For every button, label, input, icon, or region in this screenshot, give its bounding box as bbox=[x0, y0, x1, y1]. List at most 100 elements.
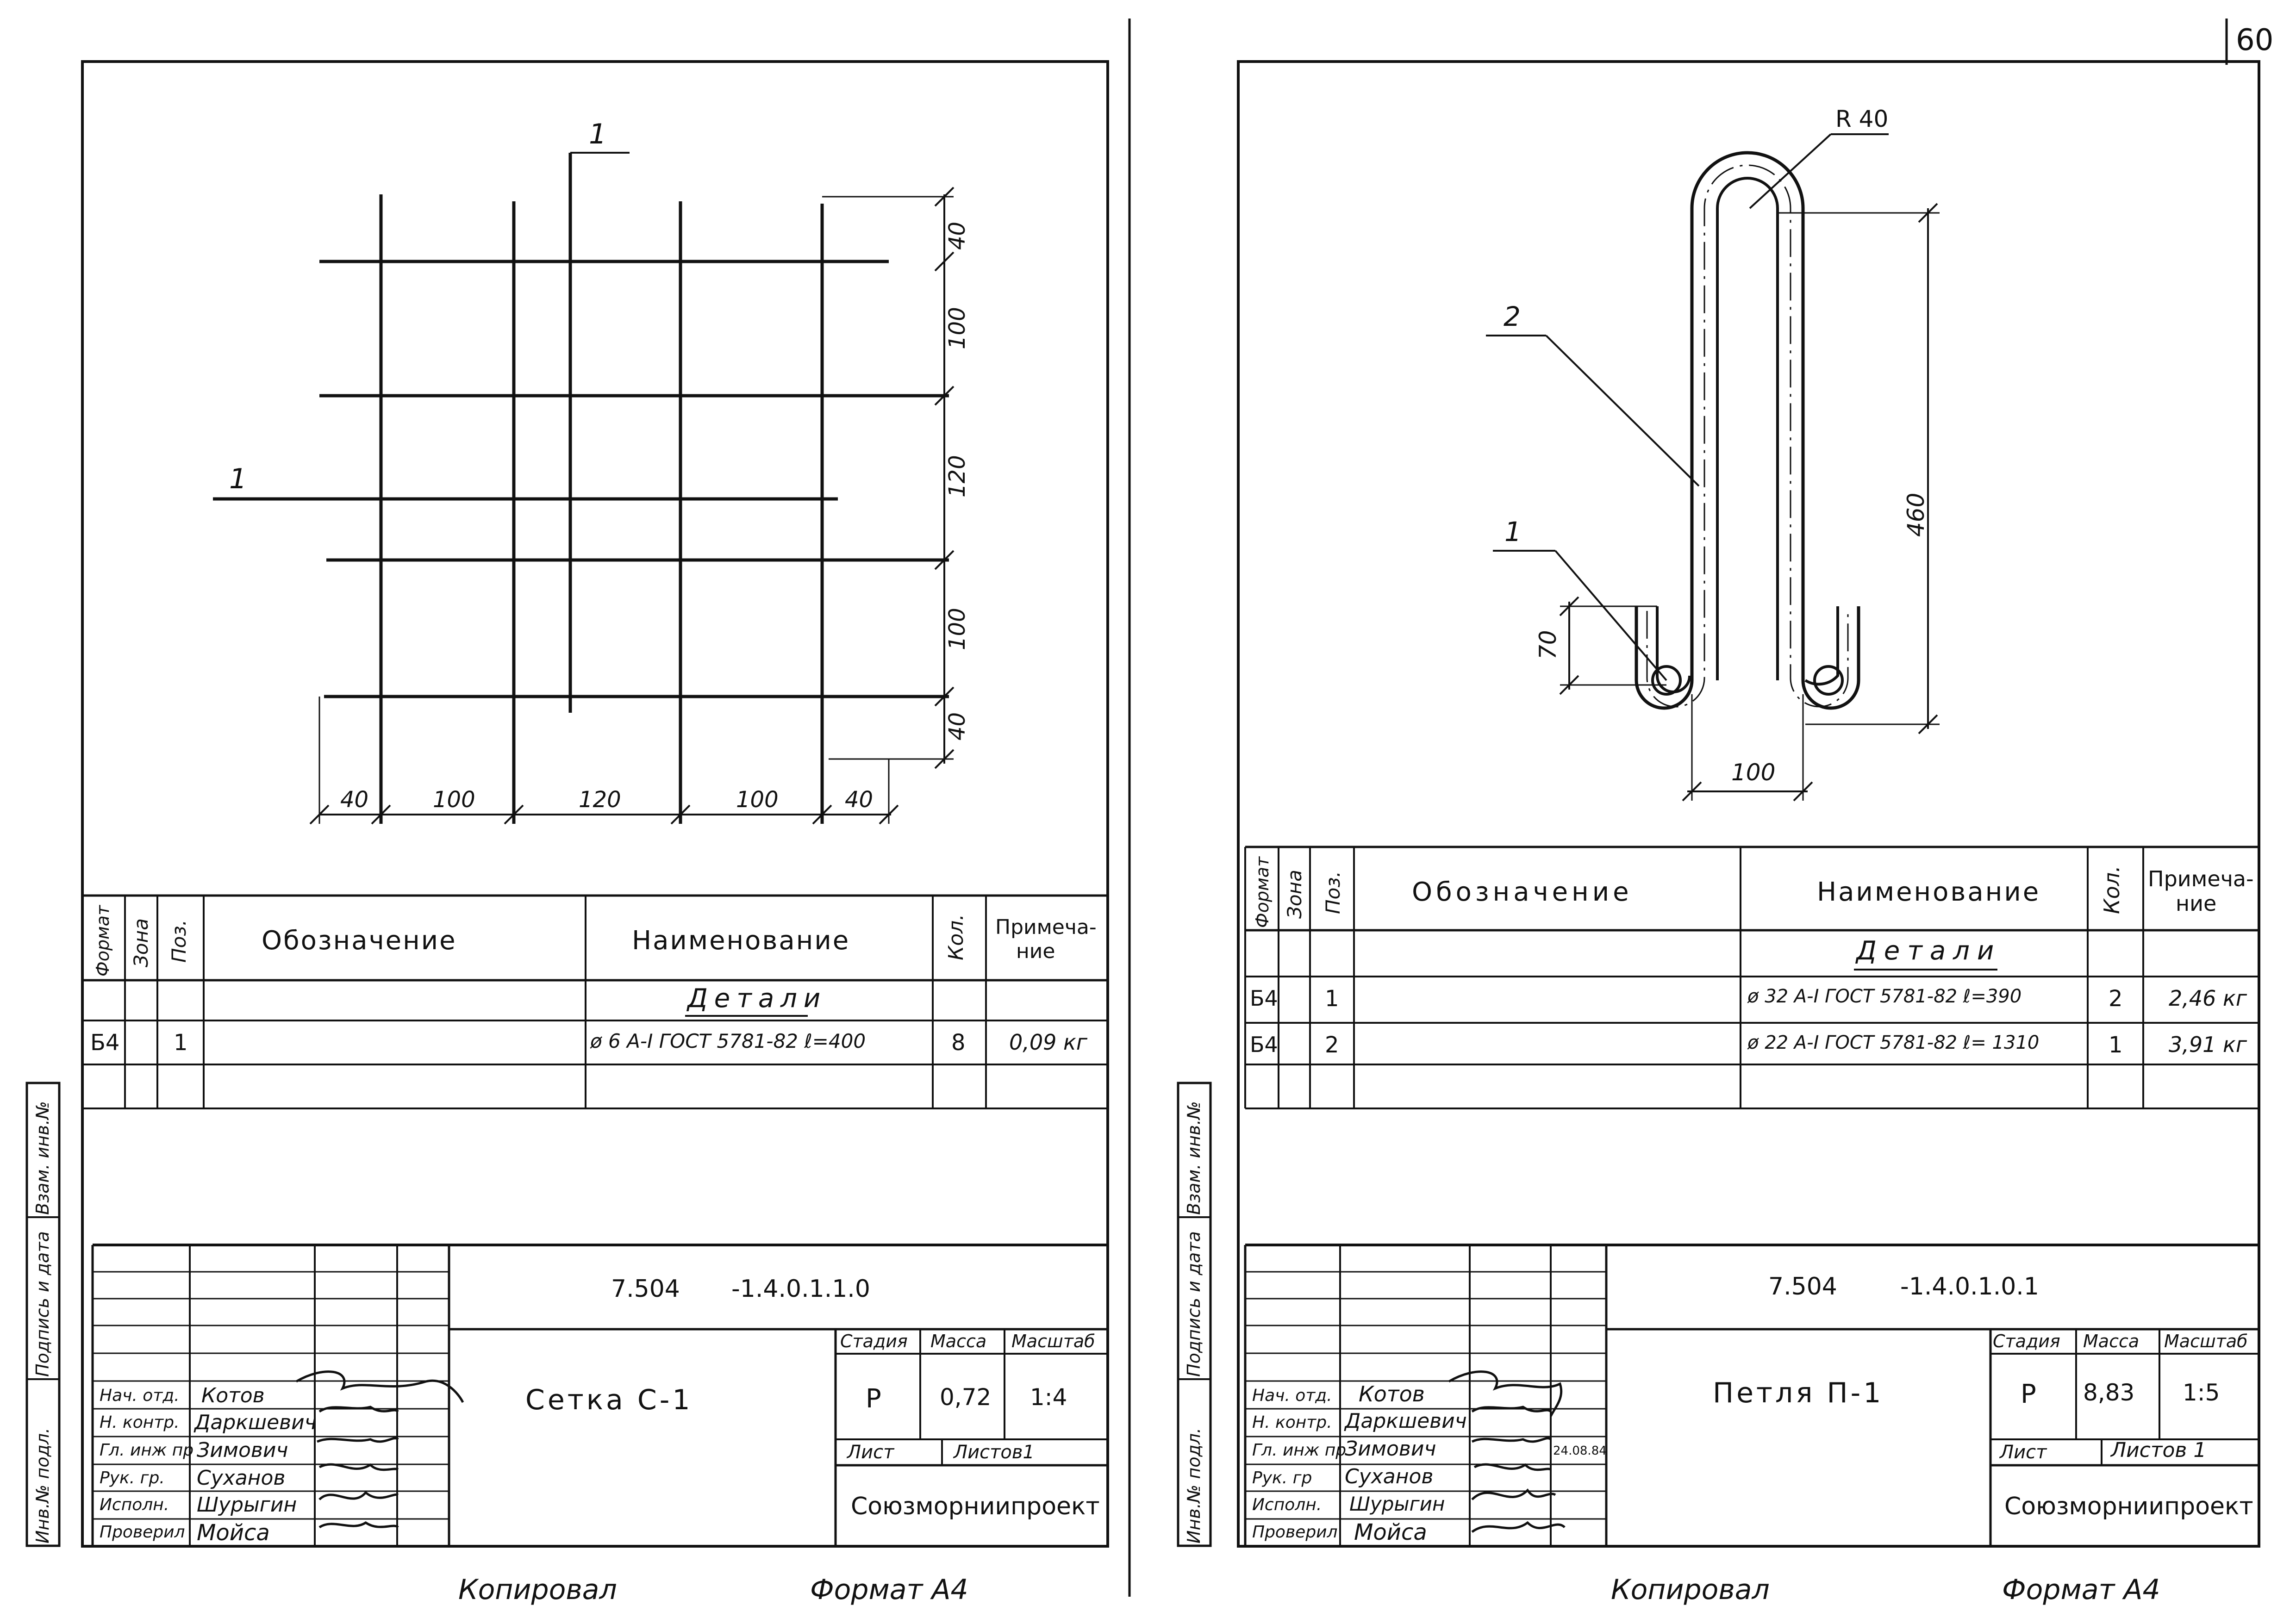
right-stage-label: Стадия bbox=[1993, 1331, 2060, 1351]
left-stamp-inv-podl: Инв.№ подл. bbox=[32, 1427, 53, 1543]
left-name-6: Мойса bbox=[197, 1520, 270, 1546]
right-stamp-podpis-data: Подпись и дата bbox=[1184, 1231, 1204, 1377]
loop-dim-width: 100 bbox=[1731, 759, 1776, 786]
right-row1-format: Б4 bbox=[1250, 986, 1278, 1011]
right-th-zone: Зона bbox=[1283, 870, 1306, 919]
right-role-4: Рук. гр bbox=[1252, 1468, 1312, 1487]
mesh-leader-top-label: 1 bbox=[589, 118, 607, 150]
left-role-6: Проверил bbox=[100, 1523, 185, 1542]
left-th-pos: Поз. bbox=[168, 920, 190, 963]
mesh-dim-right-4: 100 bbox=[944, 608, 970, 650]
left-sheets-label: Листов1 bbox=[954, 1442, 1035, 1463]
left-row1-note: 0,09 кг bbox=[1009, 1030, 1087, 1055]
left-footer-format: Формат А4 bbox=[810, 1574, 968, 1606]
right-row2-format: Б4 bbox=[1250, 1032, 1278, 1057]
right-row1-qty: 2 bbox=[2109, 986, 2123, 1012]
right-row1-name: ø 32 А-I ГОСТ 5781-82 ℓ=390 bbox=[1747, 986, 2022, 1007]
right-role-5: Исполн. bbox=[1252, 1495, 1322, 1514]
right-organization: Союзморниипроект bbox=[2004, 1493, 2253, 1520]
left-role-4: Рук. гр. bbox=[100, 1468, 165, 1487]
left-stamp-vzam-inv: Взам. инв.№ bbox=[32, 1101, 53, 1215]
right-mass: 8,83 bbox=[2083, 1379, 2135, 1406]
right-sheets-label: Листов 1 bbox=[2111, 1438, 2207, 1462]
left-signatures bbox=[295, 1370, 464, 1529]
left-stage-label: Стадия bbox=[840, 1331, 908, 1351]
right-name-2: Даркшевич bbox=[1345, 1409, 1467, 1433]
left-mass: 0,72 bbox=[940, 1384, 992, 1411]
right-row2-name: ø 22 А-I ГОСТ 5781-82 ℓ= 1310 bbox=[1747, 1032, 2040, 1053]
mesh-dim-bottom-4: 100 bbox=[736, 787, 779, 813]
left-name-2: Даркшевич bbox=[194, 1411, 317, 1434]
page-number: 60 bbox=[2236, 23, 2274, 57]
left-sheet-frame bbox=[81, 60, 1109, 1548]
mesh-leader-left-label: 1 bbox=[229, 463, 247, 495]
left-th-name: Наименование bbox=[632, 926, 850, 956]
left-side-stamp bbox=[25, 1082, 61, 1547]
right-spec-table-lines bbox=[1244, 846, 2259, 1109]
right-scale-label: Масштаб bbox=[2164, 1331, 2248, 1351]
right-th-name: Наименование bbox=[1817, 877, 2041, 907]
left-mass-label: Масса bbox=[930, 1331, 987, 1351]
left-name-5: Шурыгин bbox=[197, 1493, 297, 1517]
loop-drawing bbox=[1486, 133, 1940, 802]
left-title-block-lines bbox=[91, 1244, 1108, 1546]
right-name-4: Суханов bbox=[1345, 1465, 1434, 1488]
left-code-a: 7.504 bbox=[611, 1275, 680, 1303]
left-row1-name: ø 6 А-I ГОСТ 5781-82 ℓ=400 bbox=[590, 1030, 866, 1052]
right-mass-label: Масса bbox=[2083, 1331, 2140, 1351]
right-stamp-vzam-inv: Взам. инв.№ bbox=[1184, 1101, 1204, 1215]
right-code-b: -1.4.0.1.0.1 bbox=[1900, 1273, 2039, 1300]
right-row2-note: 3,91 кг bbox=[2169, 1032, 2247, 1057]
mesh-dim-bottom-3: 120 bbox=[579, 787, 621, 813]
right-date: 24.08.84 bbox=[1553, 1444, 1607, 1458]
right-section-title: Детали bbox=[1856, 936, 2002, 966]
left-name-4: Суханов bbox=[197, 1466, 286, 1490]
left-role-3: Гл. инж пр bbox=[100, 1441, 194, 1460]
right-stamp-inv-podl: Инв.№ подл. bbox=[1184, 1427, 1204, 1543]
left-th-format: Формат bbox=[93, 905, 113, 977]
right-sheet-label: Лист bbox=[2000, 1442, 2047, 1463]
left-role-5: Исполн. bbox=[100, 1495, 169, 1514]
left-spec-table-lines bbox=[82, 894, 1108, 1109]
left-section-title: Детали bbox=[687, 983, 827, 1014]
right-name-6: Мойса bbox=[1354, 1519, 1427, 1545]
left-role-2: Н. контр. bbox=[100, 1413, 180, 1432]
right-title: Петля П-1 bbox=[1713, 1377, 1884, 1409]
mesh-dim-right-1: 40 bbox=[944, 221, 970, 250]
left-th-note-line1: Примеча- bbox=[995, 915, 1097, 939]
left-name-3: Зимович bbox=[197, 1438, 288, 1462]
right-name-3: Зимович bbox=[1345, 1437, 1436, 1461]
loop-dim-height: 460 bbox=[1903, 492, 1929, 537]
right-sheet-frame bbox=[1237, 60, 2260, 1548]
mesh-dim-bottom-1: 40 bbox=[340, 787, 369, 813]
right-row2-qty: 1 bbox=[2109, 1032, 2123, 1058]
right-role-2: Н. контр. bbox=[1252, 1413, 1332, 1432]
left-stage: Р bbox=[866, 1384, 881, 1414]
left-th-zone: Зона bbox=[130, 918, 152, 967]
right-th-format: Формат bbox=[1252, 856, 1273, 928]
left-code-b: -1.4.0.1.1.0 bbox=[731, 1275, 870, 1303]
right-footer-copied: Копировал bbox=[1611, 1574, 1770, 1606]
left-th-qty: Кол. bbox=[944, 914, 968, 960]
left-sheet-label: Лист bbox=[847, 1442, 894, 1463]
right-th-qty: Кол. bbox=[2099, 865, 2124, 914]
right-code-a: 7.504 bbox=[1768, 1273, 1837, 1300]
loop-leader-2-label: 2 bbox=[1504, 301, 1521, 332]
left-row1-format: Б4 bbox=[90, 1030, 120, 1056]
mesh-drawing bbox=[213, 152, 955, 825]
right-name-1: Котов bbox=[1359, 1381, 1425, 1406]
left-organization: Союзморниипроект bbox=[851, 1493, 1100, 1520]
left-name-1: Котов bbox=[201, 1384, 265, 1407]
left-scale-label: Масштаб bbox=[1011, 1331, 1095, 1351]
left-th-designation: Обозначение bbox=[262, 926, 457, 956]
mesh-dim-right-2: 100 bbox=[944, 307, 970, 349]
right-side-stamp bbox=[1177, 1082, 1212, 1547]
right-th-note-line1: Примеча- bbox=[2148, 866, 2254, 891]
right-role-3: Гл. инж пр bbox=[1252, 1441, 1347, 1460]
right-footer-format: Формат А4 bbox=[2002, 1574, 2160, 1606]
right-role-6: Проверил bbox=[1252, 1523, 1338, 1542]
left-scale: 1:4 bbox=[1030, 1384, 1067, 1411]
left-footer-copied: Копировал bbox=[458, 1574, 617, 1606]
right-stage: Р bbox=[2021, 1379, 2036, 1409]
right-row1-pos: 1 bbox=[1325, 986, 1339, 1012]
